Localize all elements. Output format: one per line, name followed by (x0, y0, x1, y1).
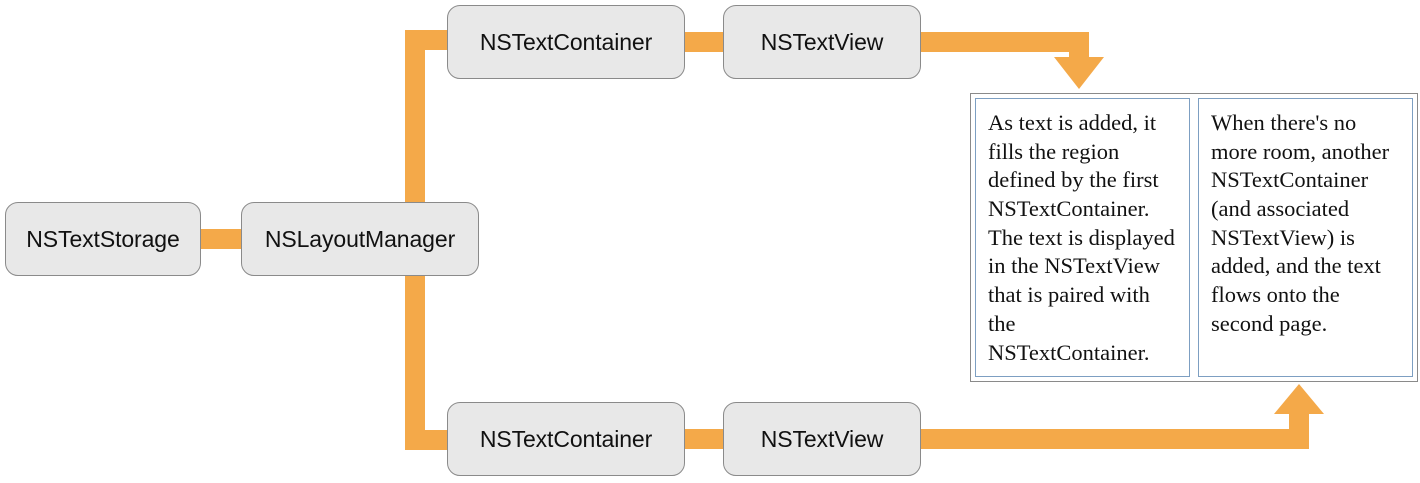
connector-storage-to-layout (192, 229, 252, 249)
node-text-container-top-label: NSTextContainer (479, 28, 653, 55)
node-text-container-bottom[interactable]: NSTextContainer (447, 402, 685, 476)
node-text-container-top[interactable]: NSTextContainer (447, 5, 685, 79)
node-text-view-top[interactable]: NSTextView (723, 5, 921, 79)
node-text-container-bottom-label: NSTextContainer (479, 425, 653, 452)
node-text-view-bottom-label: NSTextView (760, 425, 884, 452)
page-first: As text is added, it fills the region de… (975, 98, 1190, 377)
connector-view-top-to-page-1 (916, 32, 1104, 89)
node-text-storage[interactable]: NSTextStorage (5, 202, 201, 276)
node-layout-manager-label: NSLayoutManager (264, 225, 456, 252)
page-second: When there's no more room, another NSTex… (1198, 98, 1413, 377)
page-first-text: As text is added, it fills the region de… (988, 110, 1175, 365)
node-text-view-bottom[interactable]: NSTextView (723, 402, 921, 476)
page-second-text: When there's no more room, another NSTex… (1211, 110, 1390, 336)
node-text-view-top-label: NSTextView (760, 28, 884, 55)
pages-frame: As text is added, it fills the region de… (970, 93, 1418, 382)
connector-view-bottom-to-page-2 (916, 384, 1324, 449)
node-layout-manager[interactable]: NSLayoutManager (241, 202, 479, 276)
node-text-storage-label: NSTextStorage (26, 225, 180, 252)
